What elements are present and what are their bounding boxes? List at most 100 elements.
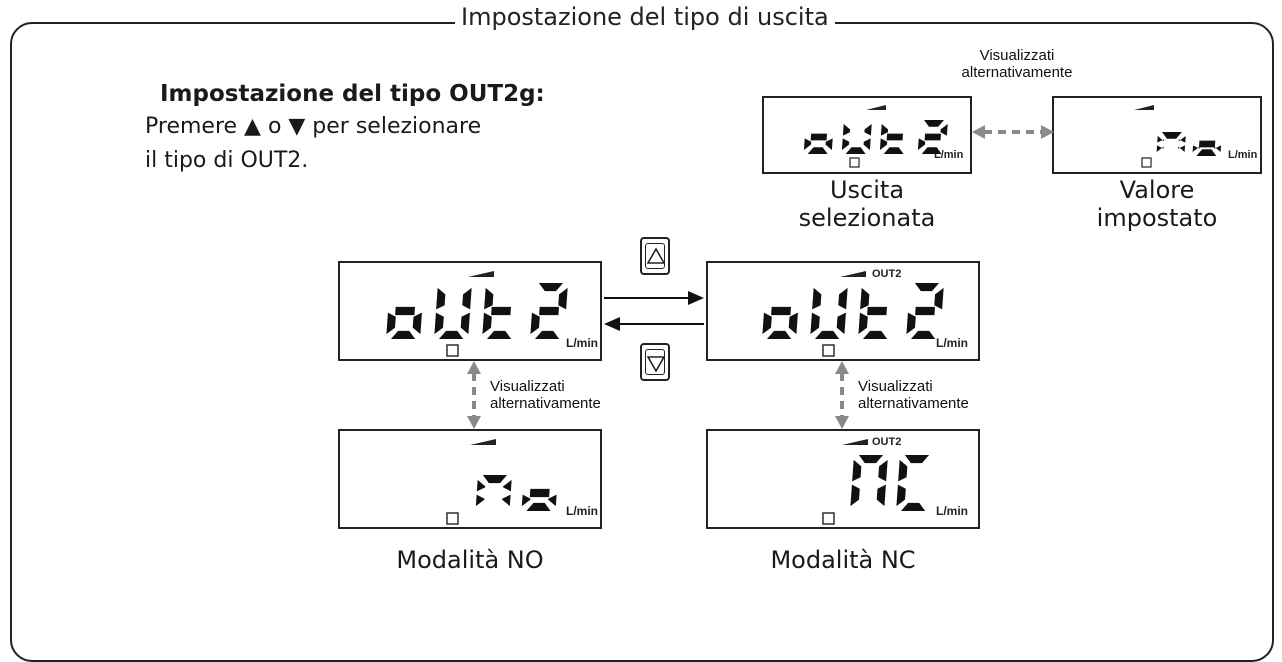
lcd-segment — [863, 138, 871, 150]
lcd-segment — [1192, 145, 1200, 152]
output-switch-icon — [446, 344, 459, 357]
alt-label-left-line1: Visualizzati — [490, 378, 565, 395]
lcd-segment — [924, 120, 944, 127]
caption-selected-output: Uscita selezionata — [792, 176, 942, 232]
lcd-segment — [529, 488, 550, 498]
lcd-segment — [814, 330, 840, 339]
lcd-segment — [788, 312, 798, 335]
down-button[interactable] — [640, 343, 670, 381]
lcd-segment — [1162, 132, 1182, 139]
heading: Impostazione del tipo OUT2g: — [160, 81, 545, 107]
lcd-segment — [876, 484, 886, 507]
lcd-segment — [934, 287, 944, 310]
lcd-digits — [475, 475, 557, 511]
lcd-segment — [1196, 149, 1217, 156]
alt-label-top: Visualizzati alternativamente — [932, 47, 1102, 81]
lcd-main-left: L/min — [338, 261, 602, 361]
lcd-segment — [491, 306, 511, 316]
caption-set-value-line2: impostato — [1096, 204, 1218, 232]
lcd-segment — [915, 306, 935, 316]
lcd-digit — [906, 283, 944, 339]
down-triangle-icon — [647, 356, 665, 372]
lcd-digit — [475, 475, 512, 507]
lcd-segment — [1156, 145, 1164, 152]
lcd-segment — [462, 287, 472, 310]
caption-selected-output-line2: selezionata — [798, 204, 936, 232]
dashed-alternate-arrow-horizontal — [972, 125, 1054, 139]
lcd-digit — [850, 455, 888, 507]
up-triangle-icon — [647, 248, 665, 264]
output-switch-icon — [446, 512, 459, 525]
lcd-unit: L/min — [566, 504, 598, 518]
lcd-segment — [845, 147, 866, 154]
transition-arrows — [604, 291, 704, 331]
arrow-indicator-icon — [866, 105, 886, 110]
instruction-line-1: Premere ▲ o ▼ per selezionare — [145, 114, 482, 139]
lcd-segment — [904, 455, 930, 464]
caption-set-value: Valore impostato — [1082, 176, 1232, 232]
alt-label-right: Visualizzati alternativamente — [858, 378, 969, 412]
lcd-segment — [438, 330, 464, 339]
lcd-segment — [878, 459, 888, 482]
lcd-segment — [395, 306, 415, 316]
lcd-digit — [896, 455, 930, 511]
lcd-segment — [539, 306, 559, 316]
alt-label-right-line1: Visualizzati — [858, 378, 933, 395]
lcd-digit — [917, 120, 948, 154]
lcd-segment — [886, 133, 903, 141]
section-title: Impostazione del tipo di uscita — [455, 3, 835, 31]
output-switch-icon — [849, 157, 860, 168]
lcd-top-right: L/min — [1052, 96, 1262, 174]
lcd-segment — [898, 459, 908, 482]
lcd-segment — [762, 312, 772, 335]
lcd-segment — [434, 312, 444, 335]
arrow-indicator-icon — [842, 439, 868, 445]
lcd-segment — [896, 484, 906, 507]
alt-label-top-line2: alternativamente — [961, 64, 1073, 81]
lcd-segment — [486, 330, 512, 339]
lcd-main-left-screen: L/min — [386, 271, 598, 357]
lcd-bottom-right-screen: OUT2 L/min — [822, 436, 968, 525]
out2-indicator: OUT2 — [872, 268, 901, 280]
lcd-main-right-screen: OUT2 L/min — [762, 268, 968, 357]
lcd-bottom-right: OUT2 L/min — [706, 429, 980, 529]
lcd-segment — [436, 287, 446, 310]
out2-indicator: OUT2 — [872, 436, 901, 448]
lcd-segment — [502, 494, 511, 507]
lcd-segment — [841, 138, 850, 150]
lcd-main-right: OUT2 L/min — [706, 261, 980, 361]
lcd-segment — [852, 459, 862, 482]
caption-mode-no: Modalità NO — [396, 546, 544, 574]
caption-mode-nc: Modalità NC — [770, 546, 916, 574]
lcd-bottom-left: L/min — [338, 429, 602, 529]
arrow-indicator-icon — [840, 271, 866, 277]
lcd-unit: L/min — [936, 336, 968, 350]
lcd-digit — [521, 488, 557, 511]
up-button[interactable] — [640, 237, 670, 275]
lcd-segment — [880, 124, 889, 136]
lcd-segment — [917, 138, 926, 150]
lcd-segment — [766, 330, 792, 339]
arrow-indicator-icon — [470, 439, 496, 445]
lcd-top-right-screen: L/min — [1134, 105, 1258, 168]
lcd-segment — [910, 330, 936, 339]
lcd-segment — [862, 330, 888, 339]
lcd-segment — [906, 312, 916, 335]
lcd-digit — [1192, 140, 1222, 156]
lcd-segment — [810, 133, 827, 141]
lcd-bottom-left-screen: L/min — [446, 439, 598, 525]
lcd-unit: L/min — [566, 336, 598, 350]
lcd-segment — [825, 138, 833, 150]
lcd-segment — [534, 330, 560, 339]
lcd-segment — [858, 455, 884, 464]
lcd-digit — [530, 283, 568, 339]
lcd-unit: L/min — [936, 504, 968, 518]
lcd-segment — [803, 138, 812, 150]
lcd-digit — [762, 306, 798, 339]
lcd-segment — [558, 287, 568, 310]
lcd-segment — [475, 494, 485, 507]
lcd-segment — [1178, 136, 1186, 143]
lcd-segment — [812, 287, 822, 310]
lcd-segment — [810, 312, 820, 335]
up-button-face — [645, 243, 665, 269]
